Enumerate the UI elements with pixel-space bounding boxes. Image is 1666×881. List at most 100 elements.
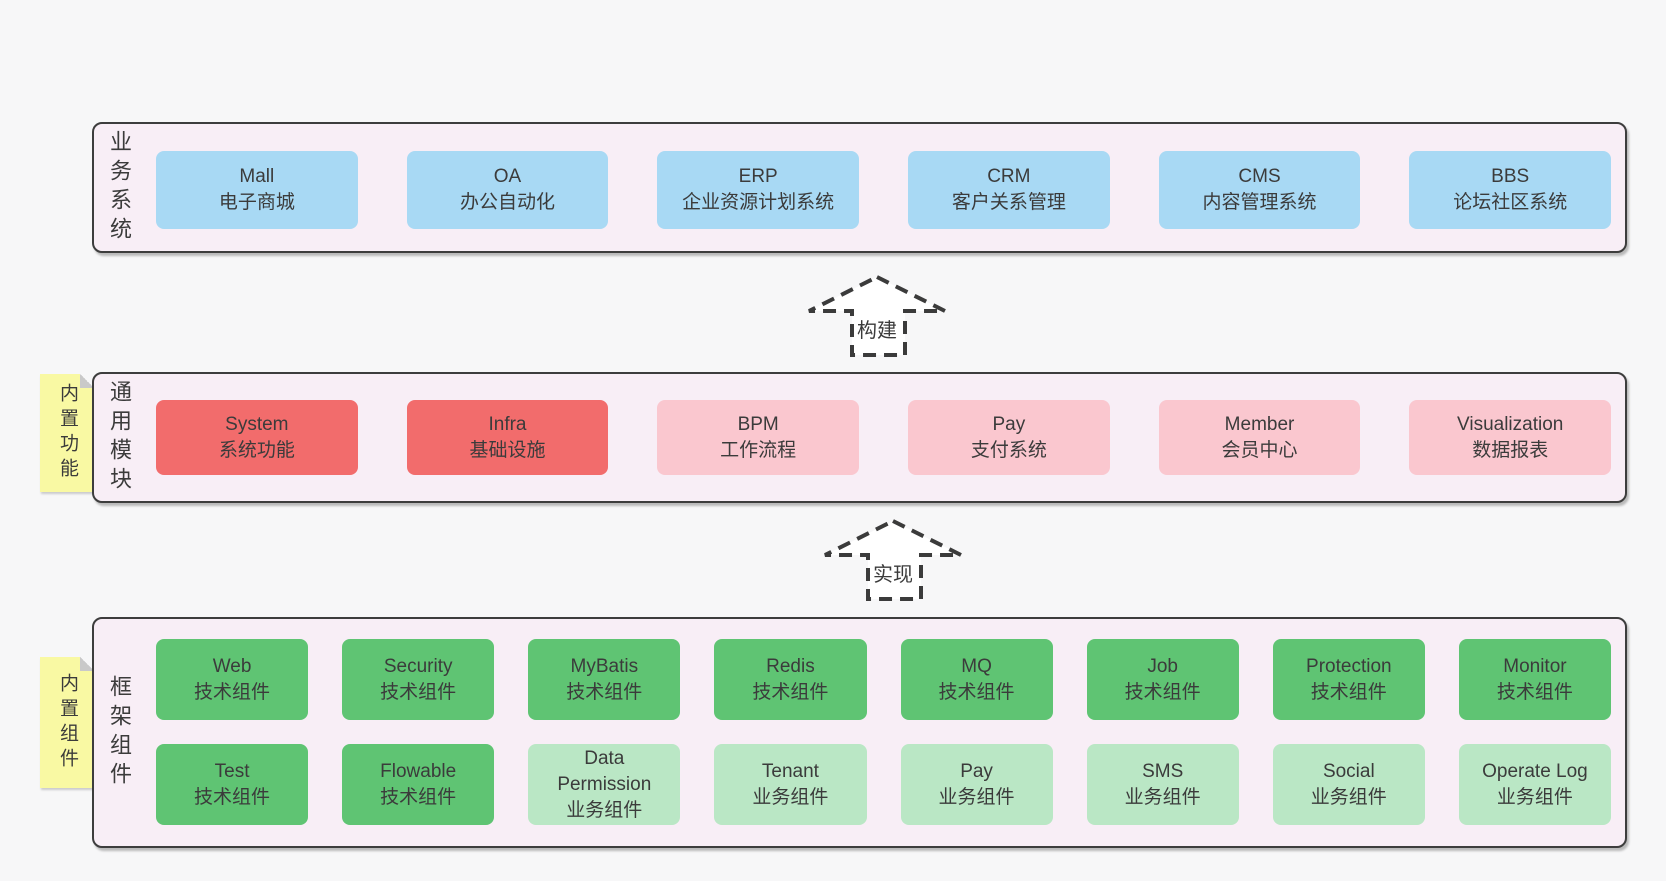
box-row: Mall 电子商城 OA 办公自动化 ERP 企业资源计划系统 CRM 客户关系… bbox=[156, 151, 1612, 229]
box-member: Member 会员中心 bbox=[1158, 400, 1361, 475]
box-name: Redis bbox=[766, 655, 815, 677]
arrow-label: 构建 bbox=[856, 314, 898, 343]
box-name: Data Permission bbox=[557, 747, 652, 795]
panel-framework-components: 框架组件 Web 技术组件 Security 技术组件 MyBatis 技术组件… bbox=[92, 617, 1627, 848]
box-desc: 业务组件 bbox=[1310, 786, 1387, 808]
box-name: Visualization bbox=[1457, 413, 1564, 435]
box-desc: 技术组件 bbox=[380, 681, 457, 703]
box-name: Infra bbox=[488, 413, 527, 435]
box-desc: 论坛社区系统 bbox=[1453, 192, 1568, 213]
box-mall: Mall 电子商城 bbox=[156, 151, 358, 229]
box-desc: 基础设施 bbox=[469, 439, 546, 461]
box-desc: 技术组件 bbox=[1496, 681, 1573, 703]
box-desc: 客户关系管理 bbox=[951, 192, 1066, 213]
sticky-note-built-in-functions: 内置功能 bbox=[40, 374, 94, 492]
box-desc: 系统功能 bbox=[218, 439, 295, 461]
box-system: System 系统功能 bbox=[156, 400, 358, 475]
box-name: Member bbox=[1224, 413, 1295, 435]
arrow-implement: 实现 bbox=[822, 518, 964, 602]
box-pay: Pay 支付系统 bbox=[908, 400, 1110, 475]
box-name: Social bbox=[1322, 760, 1375, 782]
box-desc: 会员中心 bbox=[1221, 439, 1298, 461]
box-protection: Protection 技术组件 bbox=[1272, 639, 1425, 720]
box-desc: 内容管理系统 bbox=[1202, 192, 1317, 213]
box-desc: 技术组件 bbox=[566, 681, 643, 703]
box-desc: 办公自动化 bbox=[460, 192, 556, 213]
arrow-label: 实现 bbox=[872, 558, 914, 587]
box-erp: ERP 企业资源计划系统 bbox=[657, 151, 860, 229]
box-mq: MQ 技术组件 bbox=[900, 639, 1053, 720]
box-desc: 业务组件 bbox=[1496, 786, 1573, 808]
box-name: MQ bbox=[961, 655, 992, 677]
box-name: Pay bbox=[992, 413, 1026, 435]
box-infra: Infra 基础设施 bbox=[406, 400, 609, 475]
box-desc: 技术组件 bbox=[194, 786, 271, 808]
box-job: Job 技术组件 bbox=[1086, 639, 1239, 720]
box-name: Flowable bbox=[380, 760, 457, 782]
box-name: Mall bbox=[239, 166, 275, 187]
box-operate-log: Operate Log 业务组件 bbox=[1458, 744, 1611, 825]
panel-side-label: 框架组件 bbox=[107, 674, 132, 791]
sticky-note-label: 内置功能 bbox=[57, 383, 78, 483]
box-row: Web 技术组件 Security 技术组件 MyBatis 技术组件 Redi… bbox=[156, 639, 1611, 720]
box-tenant: Tenant 业务组件 bbox=[714, 744, 867, 825]
panel-business-systems: 业务系统 Mall 电子商城 OA 办公自动化 ERP 企业资源计划系统 CRM… bbox=[92, 122, 1627, 253]
box-name: CMS bbox=[1238, 166, 1281, 187]
box-oa: OA 办公自动化 bbox=[406, 151, 609, 229]
box-desc: 技术组件 bbox=[1124, 681, 1201, 703]
box-row: Test 技术组件 Flowable 技术组件 Data Permission … bbox=[156, 744, 1611, 825]
box-visualization: Visualization 数据报表 bbox=[1409, 400, 1612, 475]
box-name: Monitor bbox=[1503, 655, 1567, 677]
panel-side-label: 业务系统 bbox=[107, 129, 132, 246]
box-name: Pay bbox=[960, 760, 993, 782]
box-name: Tenant bbox=[761, 760, 819, 782]
box-name: Job bbox=[1147, 655, 1178, 677]
box-monitor: Monitor 技术组件 bbox=[1458, 639, 1611, 720]
box-desc: 电子商城 bbox=[218, 192, 295, 213]
box-name: Security bbox=[383, 655, 453, 677]
box-desc: 技术组件 bbox=[938, 681, 1015, 703]
box-name: Web bbox=[212, 655, 252, 677]
box-desc: 技术组件 bbox=[1310, 681, 1387, 703]
box-name: MyBatis bbox=[570, 655, 639, 677]
box-bpm: BPM 工作流程 bbox=[657, 400, 860, 475]
box-name: BPM bbox=[737, 413, 779, 435]
box-name: Protection bbox=[1306, 655, 1392, 677]
arrow-build: 构建 bbox=[806, 274, 948, 358]
box-name: ERP bbox=[738, 166, 778, 187]
box-test: Test 技术组件 bbox=[156, 744, 309, 825]
box-name: SMS bbox=[1142, 760, 1184, 782]
box-desc: 业务组件 bbox=[566, 799, 643, 821]
box-desc: 数据报表 bbox=[1472, 439, 1549, 461]
sticky-note-built-in-components: 内置组件 bbox=[40, 657, 94, 788]
box-mybatis: MyBatis 技术组件 bbox=[528, 639, 681, 720]
box-desc: 技术组件 bbox=[380, 786, 457, 808]
box-pay: Pay 业务组件 bbox=[900, 744, 1053, 825]
panel-rows: System 系统功能 Infra 基础设施 BPM 工作流程 Pay 支付系统… bbox=[156, 400, 1612, 475]
box-desc: 业务组件 bbox=[752, 786, 829, 808]
box-desc: 技术组件 bbox=[752, 681, 829, 703]
box-desc: 支付系统 bbox=[970, 439, 1047, 461]
box-cms: CMS 内容管理系统 bbox=[1158, 151, 1361, 229]
panel-rows: Mall 电子商城 OA 办公自动化 ERP 企业资源计划系统 CRM 客户关系… bbox=[156, 151, 1612, 229]
panel-common-modules: 通用模块 System 系统功能 Infra 基础设施 BPM 工作流程 Pay… bbox=[92, 372, 1627, 503]
panel-rows: Web 技术组件 Security 技术组件 MyBatis 技术组件 Redi… bbox=[156, 639, 1611, 825]
box-name: System bbox=[225, 413, 289, 435]
box-flowable: Flowable 技术组件 bbox=[342, 744, 495, 825]
box-data-permission: Data Permission 业务组件 bbox=[528, 744, 681, 825]
box-desc: 工作流程 bbox=[720, 439, 797, 461]
box-name: OA bbox=[493, 166, 522, 187]
box-name: CRM bbox=[987, 166, 1031, 187]
sticky-note-label: 内置组件 bbox=[57, 672, 78, 773]
box-web: Web 技术组件 bbox=[156, 639, 309, 720]
box-name: Operate Log bbox=[1482, 760, 1588, 782]
box-row: System 系统功能 Infra 基础设施 BPM 工作流程 Pay 支付系统… bbox=[156, 400, 1612, 475]
box-desc: 企业资源计划系统 bbox=[682, 192, 835, 213]
box-bbs: BBS 论坛社区系统 bbox=[1409, 151, 1612, 229]
box-name: Test bbox=[214, 760, 250, 782]
box-desc: 技术组件 bbox=[194, 681, 271, 703]
panel-side-label: 通用模块 bbox=[107, 379, 132, 496]
box-sms: SMS 业务组件 bbox=[1086, 744, 1239, 825]
box-name: BBS bbox=[1491, 166, 1530, 187]
